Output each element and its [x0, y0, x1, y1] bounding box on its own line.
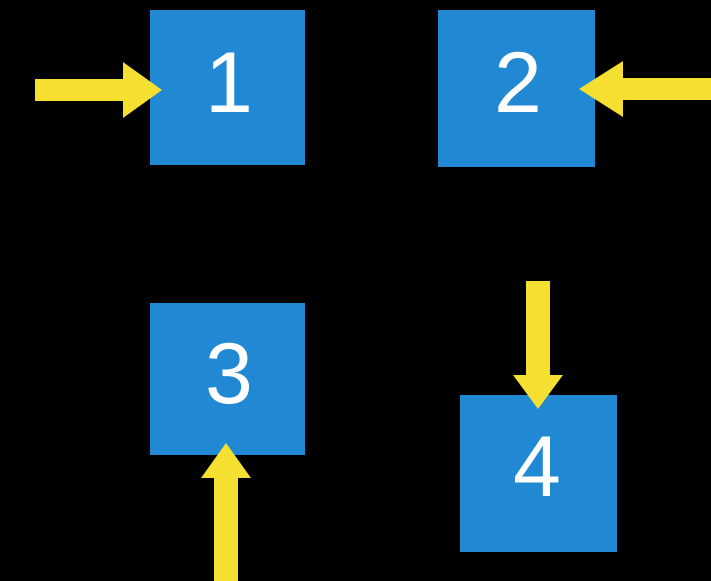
- node-label-1: 1: [205, 35, 253, 131]
- node-box-1[interactable]: [150, 10, 305, 165]
- node-box-3[interactable]: [150, 303, 305, 455]
- arrow-right-into-node-1: [35, 62, 162, 118]
- node-box-2[interactable]: [438, 10, 595, 167]
- node-label-3: 3: [205, 326, 253, 422]
- arrow-up-into-node-3: [201, 443, 251, 581]
- arrow-left-into-node-2: [579, 61, 711, 117]
- node-box-4[interactable]: [460, 395, 617, 552]
- node-label-4: 4: [513, 419, 561, 515]
- node-label-2: 2: [494, 35, 542, 131]
- arrow-down-into-node-4: [513, 281, 563, 409]
